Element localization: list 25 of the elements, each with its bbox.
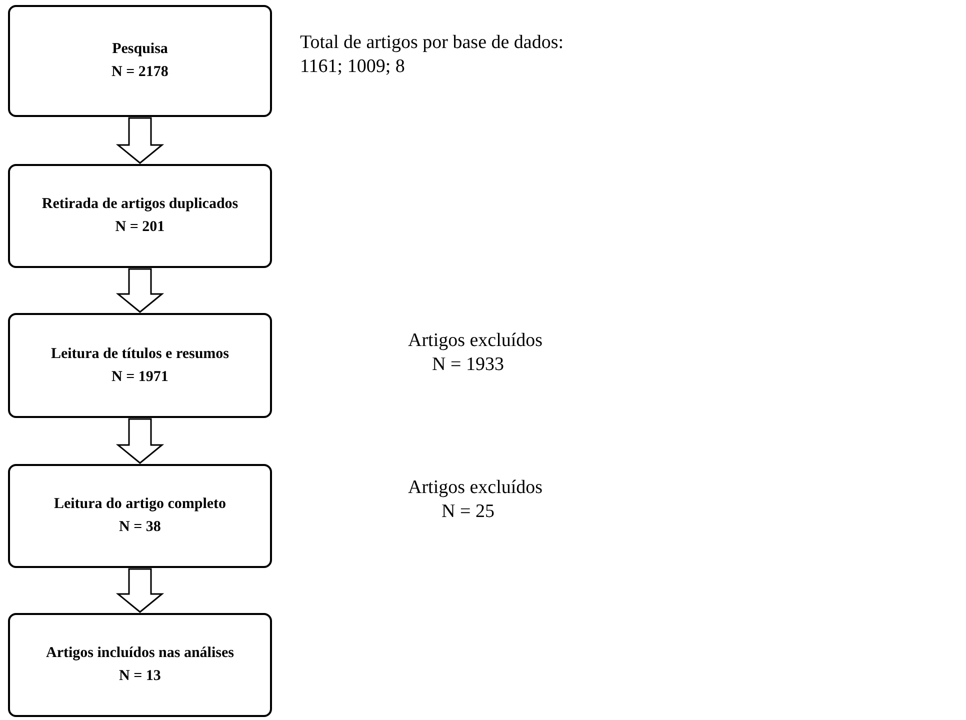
count-text: N = 201 [115,218,165,237]
step-title: Artigos incluídos nas análises [46,644,234,663]
count-text: N = 2178 [112,63,168,82]
note-text: Artigos excluídos [408,330,543,352]
note-text: N = 25 [442,501,494,523]
count-text: N = 38 [119,518,161,537]
hollow-arrow [116,418,164,464]
process-box [8,613,272,717]
count-text: N = 13 [119,667,161,686]
step-title: Pesquisa [112,40,168,59]
note-text: 1161; 1009; 8 [300,56,405,78]
hollow-arrow [116,268,164,313]
count-text: N = 1971 [112,368,168,386]
step-title: Leitura de títulos e resumos [50,344,230,364]
note-text: Artigos excluídos [408,477,543,499]
hollow-arrow [116,117,164,164]
process-box [8,313,272,418]
note-text: N = 1933 [432,354,504,376]
step-title: Retirada de artigos duplicados [42,195,238,214]
step-title: Leitura do artigo completo [54,495,226,514]
process-box [8,464,272,568]
note-text: Total de artigos por base de dados: [300,32,564,54]
process-box [8,164,272,268]
process-box [8,5,272,117]
hollow-arrow [116,568,164,613]
